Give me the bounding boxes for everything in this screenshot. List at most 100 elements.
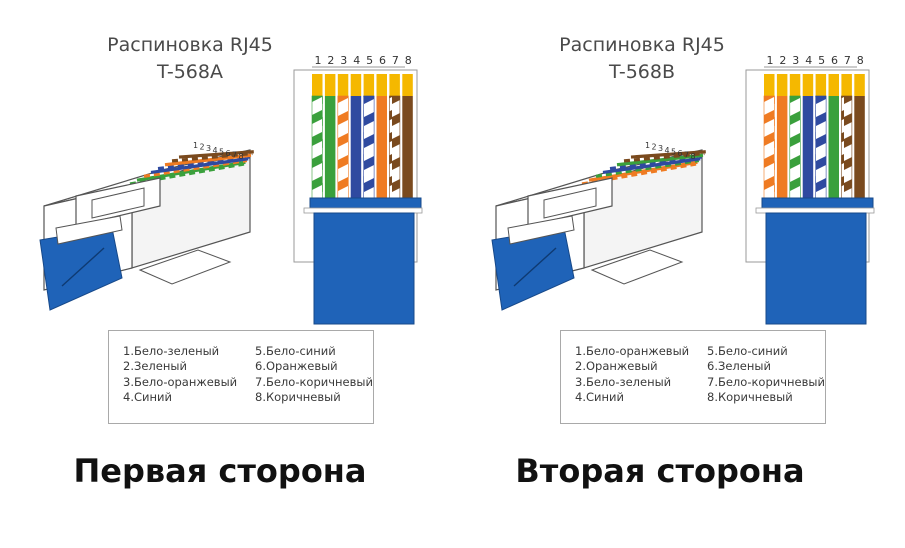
legend-item: 8.Коричневый [255,389,341,404]
top-wire [178,150,254,159]
gold-contact [764,74,775,96]
side-label: Вторая сторона [515,452,805,490]
pin-number: 2 [779,54,786,67]
cable-shadow-line [61,247,105,287]
top-wire [136,160,246,182]
legend-item: 5.Бело-синий [255,344,336,358]
legend-item: 6.Оранжевый [255,359,338,374]
top-wire [588,160,698,182]
pin-number: 8 [857,54,864,67]
top-wires [581,150,706,186]
gold-contact [363,74,375,96]
top-wire [143,158,248,178]
wire [311,95,323,199]
legend-item: 1.Бело-оранжевый [575,344,690,358]
wire [815,95,827,199]
panel-title: Распиновка RJ45 [559,34,725,56]
pin-number: 8 [405,54,412,67]
cable-boot [507,215,575,245]
legend-item: 4.Синий [123,389,172,404]
plug-pin-number: 3 [658,144,663,153]
legend-item: 2.Зеленый [123,359,187,374]
gold-contact [841,74,852,96]
plug-pin-number: 1 [645,141,650,150]
plug-tab [590,249,684,285]
legend-item: 8.Коричневый [707,389,793,404]
pin-number: 7 [844,54,851,67]
pin-number: 4 [353,54,360,67]
plug-pin-number: 2 [652,143,657,152]
plug-pin-number: 6 [226,149,231,158]
wire [389,95,401,199]
pin-number: 3 [792,54,799,67]
top-wire [616,153,704,167]
pin-number: 5 [818,54,825,67]
plug-pin-number: 3 [206,144,211,153]
plug-pin-number: 6 [678,149,683,158]
gold-contact [802,74,814,96]
plug-pin-number: 4 [665,146,670,155]
wire [376,96,387,198]
cable-jacket [765,212,867,325]
wire [802,96,814,198]
gold-contact [854,74,865,96]
wire [363,95,375,199]
legend-item: 4.Синий [575,389,624,404]
wire [337,95,349,199]
top-wire [171,151,253,163]
latch-window [91,187,145,219]
legend-item: 3.Бело-оранжевый [123,374,238,389]
plug-pin-number: 8 [239,152,244,161]
panel-title: Распиновка RJ45 [107,34,273,56]
legend-item: 7.Бело-коричневый [707,374,825,389]
wire [841,95,853,199]
gold-contact [402,74,413,96]
plug-pin-number: 4 [213,146,218,155]
legend-item: 5.Бело-синий [707,344,788,358]
cable-shadow-line [513,247,557,287]
pin-number: 1 [767,54,774,67]
plug-pin-number: 5 [671,147,676,156]
pin-number: 5 [366,54,373,67]
front-wires [311,74,413,199]
top-wire [630,150,706,159]
gold-contact [337,74,349,96]
standard-name: T-568A [157,61,223,83]
wire [350,96,362,198]
crimp-lip [755,207,875,214]
top-wire [623,151,705,163]
plug-pin-number: 8 [691,152,696,161]
gold-contact [776,74,788,96]
latch-window [543,187,597,219]
gold-contact [324,74,336,96]
pin-number: 3 [340,54,347,67]
legend-item: 7.Бело-коричневый [255,374,373,389]
pin-number: 2 [327,54,334,67]
wire [763,95,775,199]
pin-number: 4 [805,54,812,67]
top-wire [150,157,249,175]
cable-boot [55,215,123,245]
crimp-lip [303,207,423,214]
gold-contact [815,74,827,96]
gold-contact [350,74,362,96]
pin-number: 1 [315,54,322,67]
side-label: Первая сторона [73,452,367,490]
color-legend: 1.Бело-оранжевый 2.Оранжевый 3.Бело-зеле… [560,330,826,424]
plug-pin-number: 7 [232,151,237,160]
plug-pin-number: 5 [219,147,224,156]
top-wire [602,157,701,175]
wire [402,96,413,198]
top-wire [595,158,700,178]
plug-tab [138,249,232,285]
wire [789,95,801,199]
plug-pin-number: 1 [193,141,198,150]
